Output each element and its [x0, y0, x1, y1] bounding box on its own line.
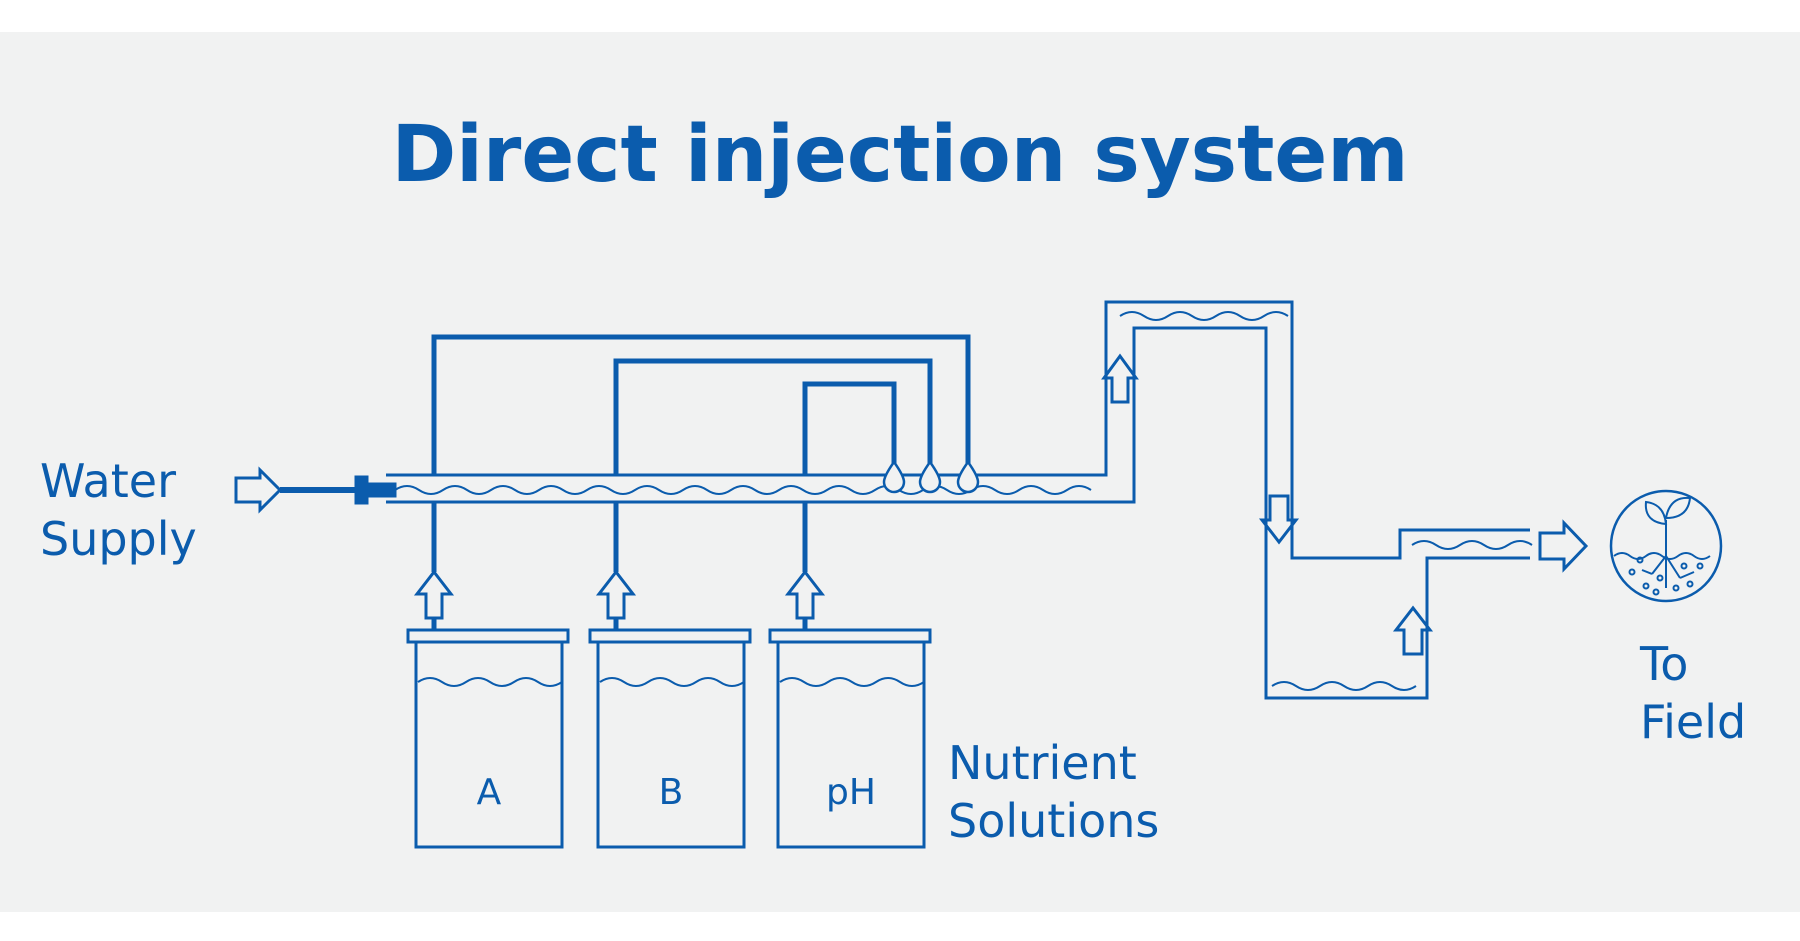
injection-line-ph	[802, 381, 897, 475]
down-flow-arrow	[1258, 494, 1300, 545]
upper-pipe-water	[1119, 311, 1289, 321]
main-pipe-bottom	[386, 326, 1530, 700]
up-flow-arrow-2	[1392, 605, 1434, 656]
water-supply-label: Water Supply	[40, 452, 197, 568]
water-supply-line-1: Water	[40, 454, 176, 508]
tank-a-arrow	[413, 569, 455, 620]
nutrient-solutions-label: Nutrient Solutions	[948, 734, 1159, 850]
tank-a-label: A	[477, 772, 502, 813]
tank-a	[406, 628, 570, 849]
inlet-valve-body	[365, 482, 397, 498]
outlet-pipe-water	[1411, 540, 1533, 550]
droplet-b	[918, 459, 942, 494]
tank-b	[588, 628, 752, 849]
droplet-ph	[882, 459, 906, 494]
to-field-label: To Field	[1640, 635, 1746, 751]
up-flow-arrow-1	[1101, 353, 1139, 404]
tank-b-label: B	[659, 772, 684, 813]
tank-ph-label: pH	[826, 772, 876, 813]
tank-ph	[768, 628, 932, 849]
main-pipe-water	[394, 485, 1092, 495]
field-circle	[1609, 489, 1723, 603]
tank-ph-arrow	[784, 569, 826, 620]
plant-icon	[1613, 496, 1711, 596]
inlet-valve	[354, 475, 369, 505]
to-field-line-2: Field	[1640, 695, 1747, 749]
main-pipe-top	[386, 300, 1530, 560]
diagram-title: Direct injection system	[391, 110, 1409, 200]
nutrient-solutions-line-1: Nutrient	[948, 736, 1137, 790]
nutrient-solutions-line-2: Solutions	[948, 794, 1160, 848]
water-supply-line-2: Supply	[40, 512, 197, 566]
injection-line-b	[613, 358, 933, 475]
to-field-line-1: To	[1640, 637, 1689, 691]
droplet-a	[956, 459, 980, 494]
injection-line-a	[431, 334, 971, 475]
outlet-arrow	[1538, 519, 1589, 573]
tank-b-arrow	[595, 569, 637, 620]
water-inlet-arrow	[234, 466, 283, 514]
lower-pipe-water	[1271, 681, 1417, 691]
